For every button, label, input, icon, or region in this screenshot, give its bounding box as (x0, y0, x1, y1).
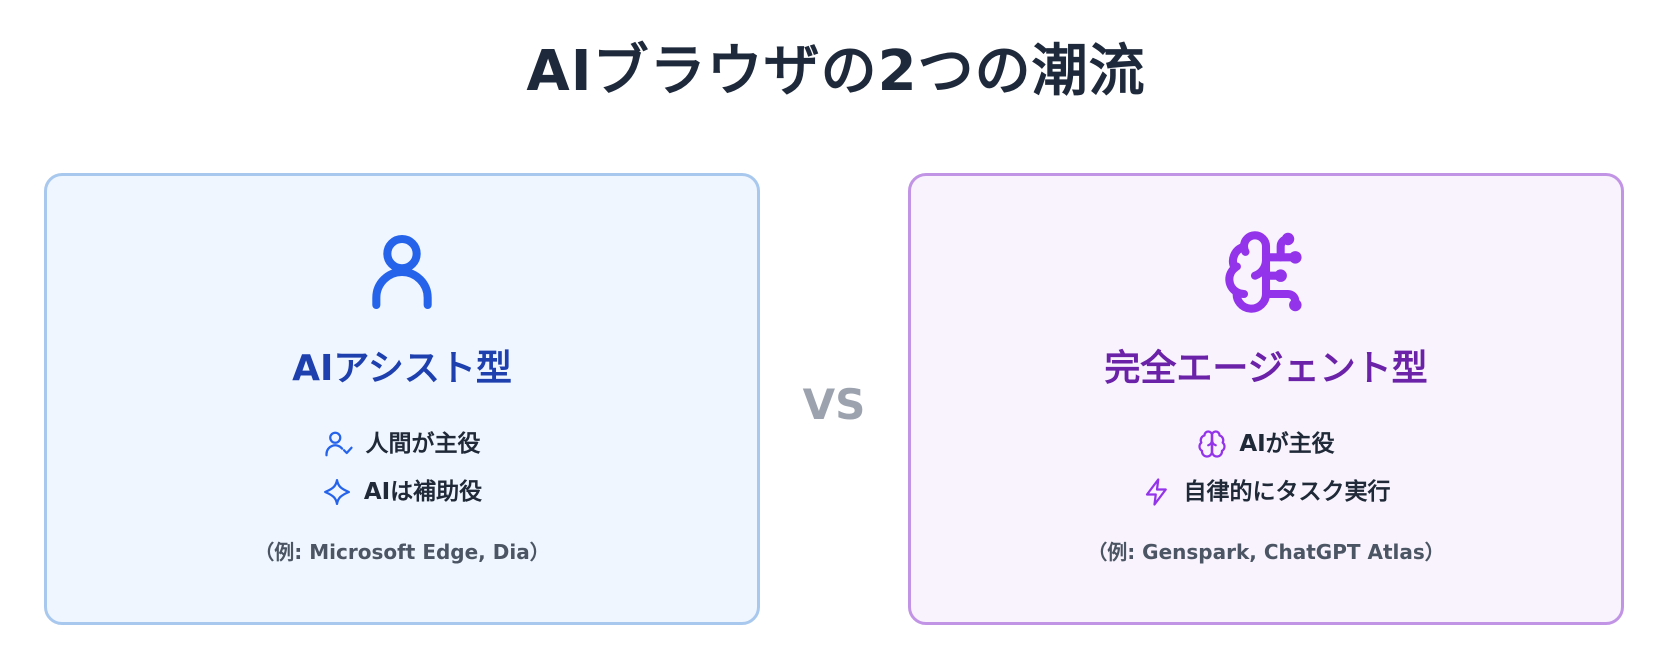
full-agent-card: 完全エージェント型 AIが主役 自律的にタスク実行 （例: Genspark, … (908, 173, 1624, 625)
full-agent-examples: （例: Genspark, ChatGPT Atlas） (1087, 540, 1445, 564)
feature-human-lead: 人間が主役 (324, 428, 481, 460)
feature-text: AIは補助役 (363, 479, 483, 505)
vs-label: VS (802, 380, 866, 429)
full-agent-title: 完全エージェント型 (1104, 348, 1428, 389)
feature-text: AIが主役 (1239, 431, 1335, 457)
sparkle-icon (323, 479, 350, 505)
brain-icon (1198, 430, 1226, 458)
feature-text: 人間が主役 (365, 431, 481, 457)
ai-assist-feature-list: 人間が主役 AIは補助役 (47, 428, 757, 508)
feature-autonomous-tasks: 自律的にタスク実行 (1142, 476, 1391, 508)
feature-text: 自律的にタスク実行 (1183, 479, 1391, 505)
ai-assist-card: AIアシスト型 人間が主役 AIは補助役 （例: Microsoft Edge,… (44, 173, 760, 625)
ai-assist-title: AIアシスト型 (292, 348, 512, 389)
feature-ai-lead: AIが主役 (1197, 428, 1335, 460)
page-title: AIブラウザの2つの潮流 (526, 39, 1146, 104)
feature-ai-support: AIは補助役 (322, 476, 482, 508)
user-icon (372, 234, 432, 310)
brain-circuit-icon (1225, 231, 1302, 313)
full-agent-feature-list: AIが主役 自律的にタスク実行 (911, 428, 1621, 508)
user-check-icon (324, 431, 353, 457)
lightning-icon (1145, 478, 1167, 506)
ai-assist-examples: （例: Microsoft Edge, Dia） (254, 540, 550, 564)
